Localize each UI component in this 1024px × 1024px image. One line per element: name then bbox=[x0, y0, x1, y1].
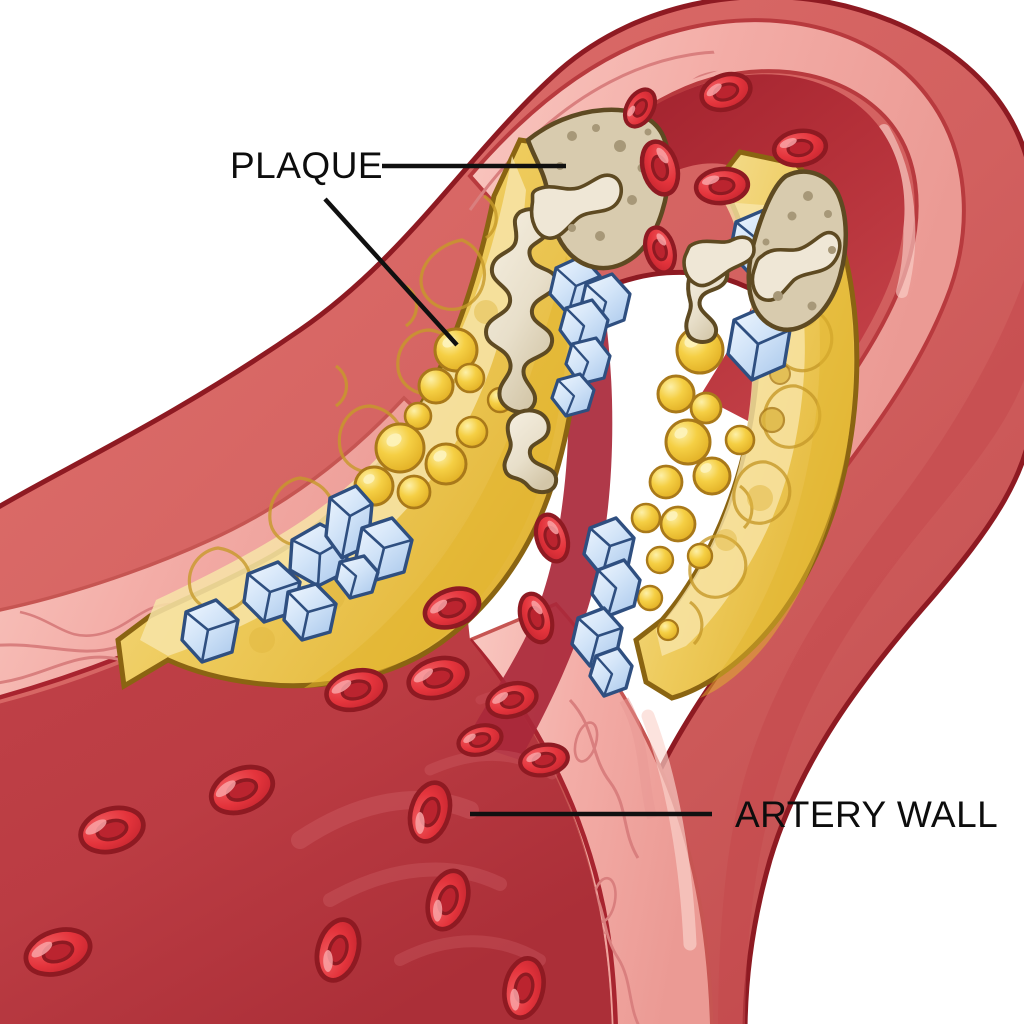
calcium-patch-right-cap bbox=[750, 230, 842, 302]
red-blood-cell bbox=[643, 225, 677, 275]
red-blood-cell bbox=[693, 166, 751, 206]
red-blood-cell bbox=[622, 87, 658, 129]
cholesterol-crystals-left-cluster bbox=[180, 484, 414, 664]
red-blood-cell bbox=[533, 512, 571, 564]
cholesterol-crystals-left-mid bbox=[548, 254, 632, 418]
red-blood-cell bbox=[425, 868, 471, 932]
calcium-patch-left-cap bbox=[529, 173, 624, 240]
red-blood-cell bbox=[771, 128, 829, 168]
red-blood-cell bbox=[324, 667, 388, 713]
red-blood-cell bbox=[699, 71, 753, 113]
red-blood-cells bbox=[23, 71, 829, 1020]
plaque-leader-diagonal bbox=[323, 197, 459, 347]
red-blood-cell bbox=[456, 723, 504, 757]
calcium-fragment-channel bbox=[682, 235, 756, 288]
red-blood-cell bbox=[518, 742, 570, 778]
label-artery-wall: ARTERY WALL bbox=[735, 794, 998, 835]
artery-media-shading bbox=[718, 279, 1024, 1024]
intima-highlight-right bbox=[641, 709, 697, 951]
red-blood-cell bbox=[517, 591, 555, 645]
leader-lines bbox=[323, 163, 712, 817]
red-blood-cell bbox=[314, 917, 362, 983]
calcification-specks-right bbox=[762, 191, 836, 311]
red-blood-cell bbox=[422, 586, 482, 630]
red-blood-cell bbox=[639, 139, 681, 197]
calcified-deposits-left bbox=[483, 207, 559, 495]
plaque-mass-left bbox=[115, 137, 632, 691]
red-blood-cell bbox=[407, 780, 453, 844]
red-blood-cell bbox=[208, 764, 276, 816]
intima-highlight-upper bbox=[878, 124, 916, 298]
red-blood-cell bbox=[502, 956, 546, 1020]
red-blood-cell bbox=[78, 805, 146, 855]
label-plaque: PLAQUE bbox=[230, 145, 383, 186]
red-blood-cell bbox=[485, 680, 539, 720]
calcified-fibrous-caps bbox=[525, 107, 848, 332]
red-blood-cell bbox=[23, 927, 93, 977]
red-blood-cell bbox=[406, 655, 470, 701]
